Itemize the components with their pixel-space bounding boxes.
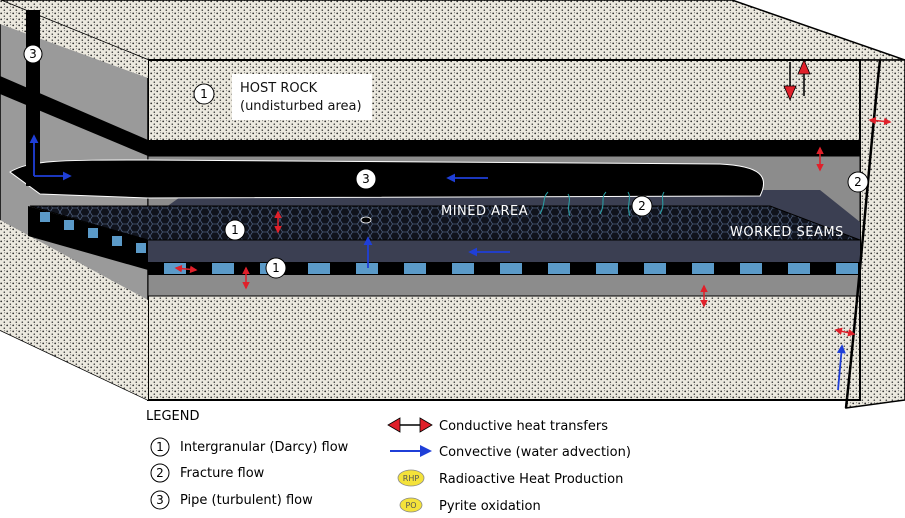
svg-text:Fracture flow: Fracture flow <box>180 466 265 481</box>
left-face-rock-lower <box>0 220 148 400</box>
host-rock-label-2: (undisturbed area) <box>240 99 362 114</box>
svg-text:1: 1 <box>272 261 280 275</box>
svg-text:RHP: RHP <box>403 474 420 483</box>
svg-text:PO: PO <box>405 501 416 510</box>
svg-text:2: 2 <box>854 175 862 189</box>
top-face <box>0 0 905 61</box>
svg-text:1: 1 <box>200 87 208 101</box>
upper-dark-band <box>148 140 860 156</box>
svg-text:Pyrite oxidation: Pyrite oxidation <box>439 499 541 514</box>
legend-item-1: 1 Intergranular (Darcy) flow <box>150 437 349 457</box>
svg-text:Convective (water advection): Convective (water advection) <box>439 445 631 460</box>
mined-area-label: MINED AREA <box>441 204 528 219</box>
svg-text:1: 1 <box>156 440 164 454</box>
legend-conductive: Conductive heat transfers <box>387 417 608 434</box>
host-rock-label-1: HOST ROCK <box>240 81 318 96</box>
svg-text:2: 2 <box>638 199 646 213</box>
host-rock-box <box>232 74 372 120</box>
marker-pipe: 3 <box>355 168 377 190</box>
conductive-vertical-top <box>783 58 811 102</box>
svg-text:Intergranular (Darcy) flow: Intergranular (Darcy) flow <box>180 440 349 455</box>
svg-text:1: 1 <box>231 223 239 237</box>
legend-convective: Convective (water advection) <box>390 445 631 460</box>
marker-seam-lower: 1 <box>265 257 287 279</box>
fractures <box>539 191 665 217</box>
marker-shaft: 3 <box>23 44 43 64</box>
legend-po: PO Pyrite oxidation <box>399 497 541 514</box>
convective-arrows <box>29 134 846 391</box>
svg-text:Conductive heat transfers: Conductive heat transfers <box>439 419 608 434</box>
marker-host-rock: 1 <box>193 83 215 105</box>
svg-text:Pipe (turbulent) flow: Pipe (turbulent) flow <box>180 493 313 508</box>
pipe-gallery <box>9 159 765 199</box>
legend-item-3: 3 Pipe (turbulent) flow <box>150 490 313 510</box>
marker-seam-upper: 1 <box>224 219 246 241</box>
marker-mined-fracture: 2 <box>631 195 653 217</box>
svg-text:Radioactive Heat Production: Radioactive Heat Production <box>439 472 623 487</box>
marker-fault: 2 <box>847 171 869 193</box>
legend-item-2: 2 Fracture flow <box>150 463 265 483</box>
shaft <box>26 10 40 186</box>
borehole-mark <box>360 216 372 224</box>
conductive-arrows <box>174 116 892 337</box>
svg-text:3: 3 <box>29 47 37 61</box>
svg-text:3: 3 <box>362 172 370 186</box>
worked-seams-label: WORKED SEAMS <box>730 225 844 240</box>
svg-text:3: 3 <box>156 493 164 507</box>
legend-rhp: RHP Radioactive Heat Production <box>397 469 623 487</box>
legend-title: LEGEND <box>146 409 199 424</box>
svg-text:2: 2 <box>156 466 164 480</box>
fault-line <box>844 59 882 409</box>
